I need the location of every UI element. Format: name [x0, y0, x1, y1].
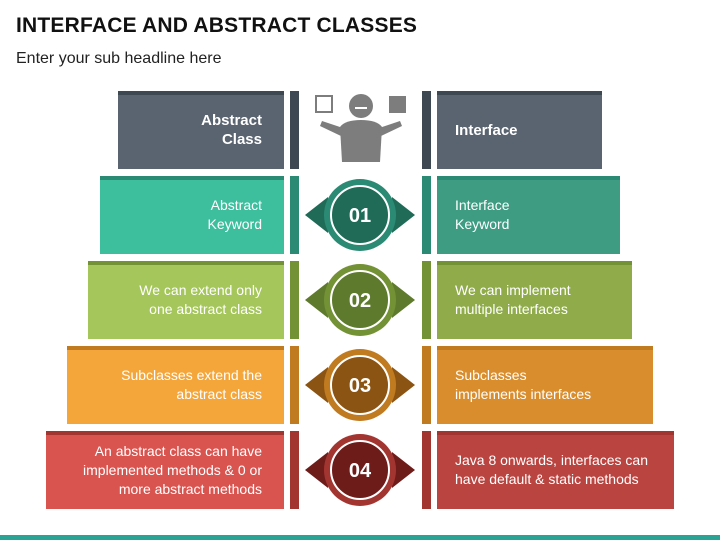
row-4-right-arrow — [392, 452, 415, 488]
row-2-number: 02 — [349, 290, 371, 312]
row-4-number: 04 — [349, 460, 372, 482]
row-3-number: 03 — [349, 375, 371, 397]
row-3-abstract-text: Subclasses extend the abstract class — [121, 367, 262, 402]
row-2-abstract-top-edge — [88, 261, 284, 265]
row-2-left-arrow — [305, 282, 328, 318]
header-interface-divider — [422, 91, 431, 169]
row-4-left-arrow — [305, 452, 328, 488]
bottom-accent-bar — [0, 535, 720, 540]
row-2-interface-top-edge — [437, 261, 632, 265]
page-title: INTERFACE AND ABSTRACT CLASSES — [16, 14, 418, 37]
row-1-left-arrow — [305, 197, 328, 233]
header-abstract-class-text: Abstract Class — [201, 112, 262, 148]
row-2-interface-divider — [422, 261, 431, 339]
header-interface: Interface — [437, 91, 602, 169]
row-2-right-arrow — [392, 282, 415, 318]
header-abstract-class: Abstract Class — [118, 91, 284, 169]
row-1-interface: Interface Keyword — [437, 176, 620, 254]
header-interface-top-edge — [437, 91, 602, 95]
row-2-abstract: We can extend only one abstract class — [88, 261, 284, 339]
row-1-interface-top-edge — [437, 176, 620, 180]
row-4-interface-top-edge — [437, 431, 674, 435]
person-choosing-icon — [315, 94, 406, 162]
row-2-abstract-text: We can extend only one abstract class — [139, 282, 262, 317]
row-3-interface-top-edge — [437, 346, 653, 350]
row-4-abstract: An abstract class can have implemented m… — [46, 431, 284, 509]
row-3-interface: Subclasses implements interfaces — [437, 346, 653, 424]
row-1-number: 01 — [349, 205, 371, 227]
row-3-interface-divider — [422, 346, 431, 424]
row-2-circle — [330, 270, 390, 330]
row-4-abstract-top-edge — [46, 431, 284, 435]
row-2-interface: We can implement multiple interfaces — [437, 261, 632, 339]
row-2-interface-text: We can implement multiple interfaces — [455, 282, 571, 317]
header-interface-text: Interface — [455, 121, 518, 139]
row-3-left-arrow — [305, 367, 328, 403]
row-4-interface: Java 8 onwards, interfaces can have defa… — [437, 431, 674, 509]
row-4-circle — [330, 440, 390, 500]
row-2-abstract-divider — [290, 261, 299, 339]
page-subtitle: Enter your sub headline here — [16, 50, 222, 67]
row-3-abstract-divider — [290, 346, 299, 424]
row-3-abstract: Subclasses extend the abstract class — [67, 346, 284, 424]
row-4-interface-divider — [422, 431, 431, 509]
row-1-abstract-text: Abstract Keyword — [207, 197, 262, 232]
row-3-circle — [330, 355, 390, 415]
header-abstract-class-divider — [290, 91, 299, 169]
row-1-abstract-top-edge — [100, 176, 284, 180]
row-1-right-arrow — [392, 197, 415, 233]
row-1-abstract-divider — [290, 176, 299, 254]
row-4-abstract-text: An abstract class can have implemented m… — [83, 442, 262, 497]
row-1-abstract: Abstract Keyword — [100, 176, 284, 254]
row-3-right-arrow — [392, 367, 415, 403]
row-4-abstract-divider — [290, 431, 299, 509]
row-4-interface-text: Java 8 onwards, interfaces can have defa… — [455, 452, 648, 487]
header-abstract-class-top-edge — [118, 91, 284, 95]
row-1-interface-divider — [422, 176, 431, 254]
row-3-interface-text: Subclasses implements interfaces — [455, 367, 592, 402]
row-1-interface-text: Interface Keyword — [455, 197, 510, 232]
row-1-circle — [330, 185, 390, 245]
row-3-abstract-top-edge — [67, 346, 284, 350]
